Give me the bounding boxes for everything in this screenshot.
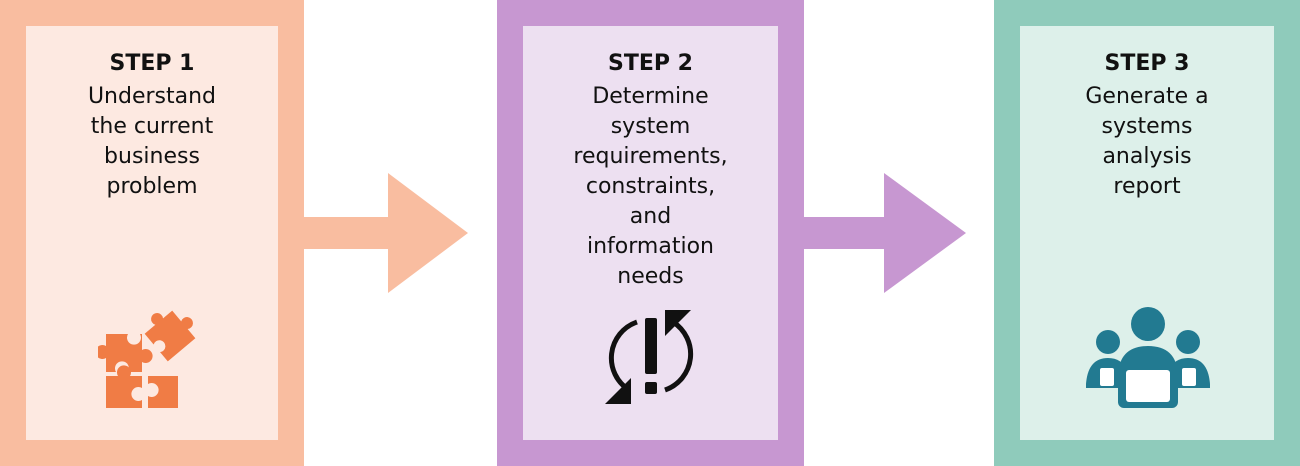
step-2-content: STEP 2 Determine system requirements, co… [523,26,778,440]
step-2-description: Determine system requirements, constrain… [573,84,728,289]
step-3-description: Generate a systems analysis report [1085,84,1209,199]
team-meeting-icon [1086,307,1210,408]
step-1-title: STEP 1 [109,51,195,76]
step-2-title: STEP 2 [608,51,693,76]
arrow-right-icon [804,173,966,293]
step-2-box: STEP 2 Determine system requirements, co… [497,0,804,466]
step-3-box: STEP 3 Generate a systems analysis repor… [994,0,1300,466]
step-3-content: STEP 3 Generate a systems analysis repor… [1020,26,1274,440]
arrow-right-icon [304,173,468,293]
step-1-box: STEP 1 Understand the current business p… [0,0,304,466]
step-1-description: Understand the current business problem [87,84,217,199]
puzzle-pieces-icon [98,310,196,408]
step-1-content: STEP 1 Understand the current business p… [26,26,278,440]
step-3-title: STEP 3 [1104,51,1190,76]
exclamation-cycle-icon [605,310,694,404]
